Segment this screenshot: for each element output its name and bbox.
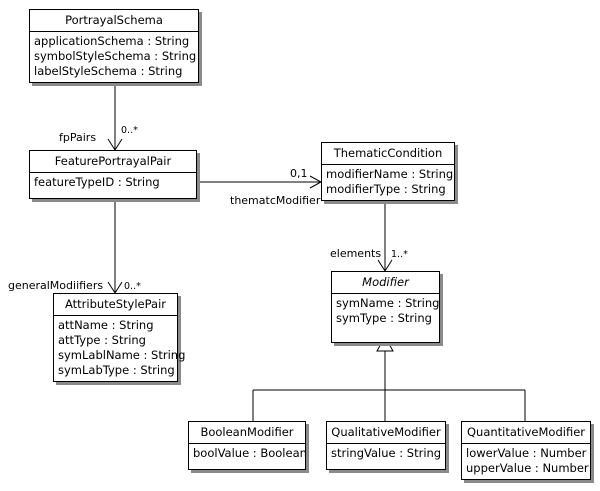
attribute: modifierType : String bbox=[326, 182, 446, 196]
attribute-compartment: applicationSchema : String symbolStyleSc… bbox=[30, 32, 198, 82]
attribute-compartment: featureTypeID : String bbox=[30, 173, 196, 198]
class-modifier[interactable]: Modifier symName : String symType : Stri… bbox=[331, 271, 440, 343]
role-label-thematic-modifier: thematcModifier bbox=[230, 194, 321, 207]
attribute-compartment: boolValue : Boolean bbox=[189, 444, 307, 469]
class-name: QuantitativeModifier bbox=[462, 422, 590, 444]
attribute-compartment: modifierName : String modifierType : Str… bbox=[322, 165, 454, 200]
class-name: QualitativeModifier bbox=[327, 422, 445, 444]
attribute-compartment: symName : String symType : String bbox=[332, 294, 439, 342]
attribute-compartment: stringValue : String bbox=[327, 444, 445, 469]
class-name: BooleanModifier bbox=[189, 422, 305, 444]
attribute: symLablName : String bbox=[58, 348, 186, 362]
multiplicity-fppairs: 0..* bbox=[121, 125, 138, 136]
attribute: lowerValue : Number bbox=[466, 446, 587, 460]
class-thematic-condition[interactable]: ThematicCondition modifierName : String … bbox=[321, 142, 455, 201]
attribute: symbolStyleSchema : String bbox=[34, 49, 197, 63]
multiplicity-general-modifiers: 0..* bbox=[124, 281, 141, 292]
multiplicity-thematic-modifier: 0,1 bbox=[290, 167, 308, 180]
class-name: ThematicCondition bbox=[322, 143, 454, 165]
class-name: Modifier bbox=[332, 272, 439, 294]
class-name: PortrayalSchema bbox=[30, 10, 198, 32]
attribute: symName : String bbox=[336, 296, 440, 310]
attribute: attName : String bbox=[58, 318, 154, 332]
multiplicity-elements: 1..* bbox=[391, 249, 408, 260]
attribute-compartment: lowerValue : Number upperValue : Number bbox=[462, 444, 590, 479]
attribute: symType : String bbox=[336, 311, 432, 325]
attribute: stringValue : String bbox=[331, 446, 442, 460]
class-portrayal-schema[interactable]: PortrayalSchema applicationSchema : Stri… bbox=[29, 9, 199, 83]
attribute: labelStyleSchema : String bbox=[34, 64, 183, 78]
role-label-general-modifiers: generalModiifiers bbox=[8, 279, 104, 292]
generalization-triangle bbox=[376, 335, 394, 352]
attribute: attType : String bbox=[58, 333, 146, 347]
class-qualitative-modifier[interactable]: QualitativeModifier stringValue : String bbox=[326, 421, 446, 470]
class-name: AttributeStylePair bbox=[54, 294, 177, 316]
attribute: featureTypeID : String bbox=[34, 175, 160, 189]
class-quantitative-modifier[interactable]: QuantitativeModifier lowerValue : Number… bbox=[461, 421, 591, 480]
attribute: applicationSchema : String bbox=[34, 34, 190, 48]
attribute: modifierName : String bbox=[326, 167, 454, 181]
class-feature-portrayal-pair[interactable]: FeaturePortrayalPair featureTypeID : Str… bbox=[29, 150, 197, 199]
class-attribute-style-pair[interactable]: AttributeStylePair attName : String attT… bbox=[53, 293, 186, 382]
attribute: upperValue : Number bbox=[466, 461, 589, 475]
attribute-compartment: attName : String attType : String symLab… bbox=[54, 316, 186, 381]
attribute: symLabType : String bbox=[58, 363, 175, 377]
class-boolean-modifier[interactable]: BooleanModifier boolValue : Boolean bbox=[188, 421, 307, 470]
role-label-fppairs: fpPairs bbox=[59, 131, 97, 144]
class-name: FeaturePortrayalPair bbox=[30, 151, 196, 173]
attribute: boolValue : Boolean bbox=[193, 446, 307, 460]
role-label-elements: elements bbox=[330, 247, 382, 260]
